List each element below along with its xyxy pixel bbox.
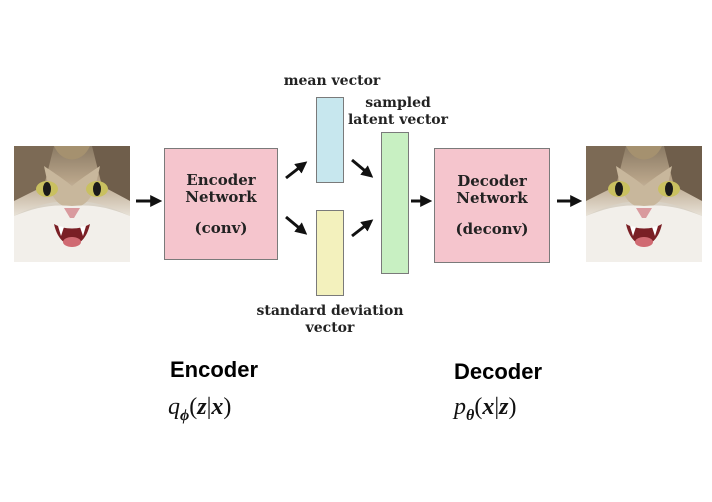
encoder-box-line1: Encoder — [186, 170, 256, 189]
mean-to-latent-arrow — [351, 158, 374, 178]
decoder-formula-x: x — [482, 394, 495, 420]
decoder-formula-bar: | — [494, 394, 500, 420]
input-cat-image — [14, 146, 130, 262]
encoder-to-mean-arrow — [285, 161, 308, 180]
std-to-latent-arrow — [351, 219, 374, 238]
decoder-formula-close: ) — [508, 394, 517, 420]
decoder-network-box: Decoder Network (deconv) — [434, 148, 550, 263]
decoder-formula-base: p — [454, 394, 466, 420]
encoder-title: Encoder — [170, 357, 259, 382]
encoder-formula-x: x — [211, 394, 224, 420]
decoder-box-line3: (deconv) — [455, 220, 529, 238]
decoder-formula-z: z — [499, 394, 509, 420]
mean-vector-label: mean vector — [283, 73, 381, 89]
encoder-box-line3: (conv) — [194, 218, 248, 237]
encoder-to-std-arrow — [285, 215, 308, 235]
decoder-box-line2: Network — [456, 189, 528, 207]
encoder-formula: qϕ(z|x) — [168, 394, 231, 425]
encoder-network-box: Encoder Network (conv) — [164, 148, 278, 260]
encoder-formula-bar: | — [206, 394, 212, 420]
encoder-formula-base: q — [168, 394, 180, 420]
encoder-formula-close: ) — [223, 394, 232, 420]
decoder-formula-open: ( — [474, 394, 483, 420]
encoder-formula-open: ( — [189, 394, 198, 420]
decoder-formula-subscript: θ — [466, 407, 475, 424]
decoder-title: Decoder — [454, 359, 543, 384]
std-vector-label-line1: standard deviation — [256, 303, 404, 319]
std-vector-box — [316, 210, 344, 296]
decoder-formula: pθ(x|z) — [454, 394, 516, 425]
output-cat-image — [586, 146, 702, 262]
std-vector-label-line2: vector — [305, 320, 355, 336]
latent-vector-label-line1: sampled — [365, 95, 431, 111]
mean-vector-box — [316, 97, 344, 183]
encoder-formula-z: z — [197, 394, 207, 420]
latent-vector-label-line2: latent vector — [347, 112, 449, 128]
encoder-formula-subscript: ϕ — [180, 407, 190, 424]
decoder-box-line1: Decoder — [457, 172, 527, 190]
encoder-box-line2: Network — [185, 187, 257, 206]
latent-vector-box — [381, 132, 409, 274]
